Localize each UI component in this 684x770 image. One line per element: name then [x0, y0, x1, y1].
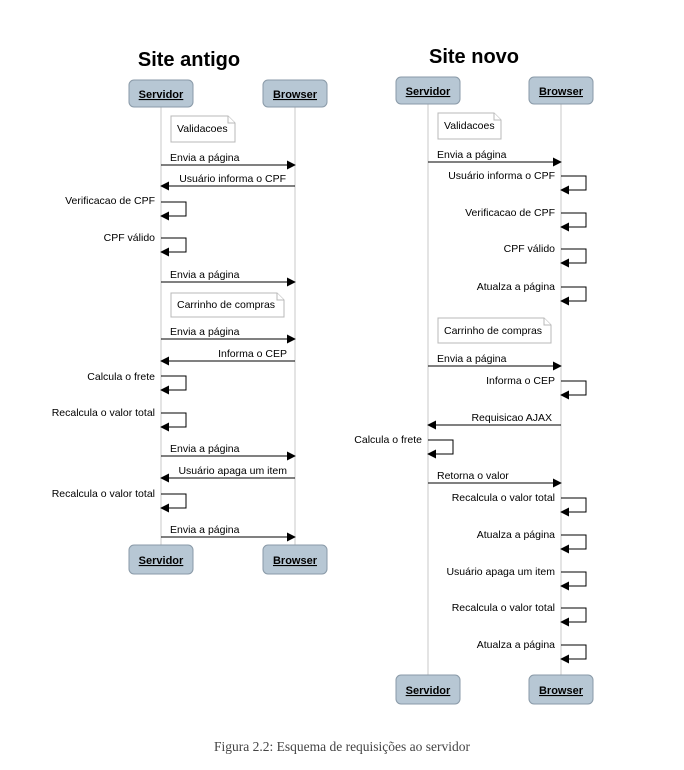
self-message-recalcula-valor-total: Recalcula o valor total: [452, 602, 587, 627]
message-usuario-informa-cpf: Usuário informa o CPF: [160, 173, 295, 191]
actor-label: Browser: [539, 86, 584, 98]
svg-text:Carrinho de compras: Carrinho de compras: [444, 325, 542, 337]
note-validacoes: Validacoes: [437, 112, 502, 140]
message-envia-pagina: Envia a página: [428, 149, 562, 167]
self-message-usuario-apaga-item: Usuário apaga um item: [446, 566, 587, 591]
diagram-site-antigo: Site antigo Servidor Browser Servidor Br…: [52, 49, 328, 575]
message-envia-pagina: Envia a página: [161, 443, 296, 461]
self-message-usuario-informa-cpf: Usuário informa o CPF: [448, 170, 587, 195]
svg-text:Recalcula o valor total: Recalcula o valor total: [52, 488, 155, 500]
svg-text:Atualza a página: Atualza a página: [477, 281, 555, 293]
message-envia-pagina: Envia a página: [161, 269, 296, 287]
actor-label: Browser: [273, 89, 318, 101]
svg-text:Envia a página: Envia a página: [170, 443, 240, 455]
self-message-verificacao-cpf: Verificacao de CPF: [465, 207, 587, 232]
actor-label: Servidor: [139, 555, 184, 567]
svg-text:Usuário informa o CPF: Usuário informa o CPF: [179, 173, 286, 185]
svg-text:Validacoes: Validacoes: [444, 120, 495, 132]
message-usuario-apaga-item: Usuário apaga um item: [160, 465, 295, 483]
svg-text:Usuário apaga um item: Usuário apaga um item: [178, 465, 287, 477]
self-message-recalcula-valor-total: Recalcula o valor total: [452, 492, 587, 517]
self-message-calcula-frete: Calcula o frete: [354, 434, 454, 459]
svg-text:Usuário apaga um item: Usuário apaga um item: [446, 566, 555, 578]
svg-text:Validacoes: Validacoes: [177, 123, 228, 135]
actor-browser-bottom: Browser: [528, 674, 594, 705]
self-message-recalcula-valor-total: Recalcula o valor total: [52, 407, 187, 432]
note-carrinho-compras: Carrinho de compras: [170, 292, 285, 318]
svg-text:Envia a página: Envia a página: [437, 149, 507, 161]
message-envia-pagina: Envia a página: [161, 152, 296, 170]
svg-text:Recalcula o valor total: Recalcula o valor total: [452, 492, 555, 504]
svg-text:Calcula o frete: Calcula o frete: [354, 434, 422, 446]
self-message-atualiza-pagina: Atualza a página: [477, 529, 587, 554]
message-envia-pagina: Envia a página: [161, 326, 296, 344]
svg-text:Calcula o frete: Calcula o frete: [87, 371, 155, 383]
actor-browser-top: Browser: [528, 76, 594, 105]
actor-browser-top: Browser: [262, 79, 328, 108]
actor-label: Servidor: [406, 685, 451, 697]
message-informa-cep: Informa o CEP: [160, 348, 295, 366]
svg-text:Requisicao AJAX: Requisicao AJAX: [471, 412, 552, 424]
self-message-informa-cep: Informa o CEP: [486, 375, 587, 400]
actor-browser-bottom: Browser: [262, 544, 328, 575]
figure-caption: Figura 2.2: Esquema de requisições ao se…: [214, 739, 471, 754]
note-carrinho-compras: Carrinho de compras: [437, 317, 552, 344]
svg-text:Retorna o valor: Retorna o valor: [437, 470, 509, 482]
svg-text:Usuário informa o CPF: Usuário informa o CPF: [448, 170, 555, 182]
svg-text:Recalcula o valor total: Recalcula o valor total: [452, 602, 555, 614]
actor-servidor-top: Servidor: [395, 76, 461, 105]
self-message-atualiza-pagina: Atualza a página: [477, 639, 587, 664]
svg-text:Atualza a página: Atualza a página: [477, 639, 555, 651]
svg-text:Envia a página: Envia a página: [170, 326, 240, 338]
svg-text:Envia a página: Envia a página: [170, 152, 240, 164]
actor-label: Browser: [539, 685, 584, 697]
svg-text:Atualza a página: Atualza a página: [477, 529, 555, 541]
actor-label: Servidor: [139, 89, 184, 101]
svg-text:Carrinho de compras: Carrinho de compras: [177, 299, 275, 311]
self-message-cpf-valido: CPF válido: [504, 243, 587, 268]
svg-text:Envia a página: Envia a página: [170, 524, 240, 536]
self-message-atualiza-pagina: Atualza a página: [477, 281, 587, 306]
self-message-calcula-frete: Calcula o frete: [87, 371, 187, 395]
actor-label: Servidor: [406, 86, 451, 98]
actor-label: Browser: [273, 555, 318, 567]
svg-text:Informa o CEP: Informa o CEP: [218, 348, 287, 360]
message-envia-pagina: Envia a página: [161, 524, 296, 542]
svg-text:Verificacao de CPF: Verificacao de CPF: [65, 195, 155, 207]
svg-text:Verificacao de CPF: Verificacao de CPF: [465, 207, 555, 219]
svg-text:Informa o CEP: Informa o CEP: [486, 375, 555, 387]
message-requisicao-ajax: Requisicao AJAX: [427, 412, 561, 430]
svg-text:Recalcula o valor total: Recalcula o valor total: [52, 407, 155, 419]
message-retorna-valor: Retorna o valor: [428, 470, 562, 488]
svg-text:CPF válido: CPF válido: [104, 232, 156, 244]
svg-text:Envia a página: Envia a página: [437, 353, 507, 365]
message-envia-pagina: Envia a página: [428, 353, 562, 371]
diagram-title: Site antigo: [138, 49, 240, 71]
diagram-site-novo: Site novo Servidor Browser Servidor Brow…: [354, 46, 594, 705]
svg-text:Envia a página: Envia a página: [170, 269, 240, 281]
self-message-recalcula-valor-total: Recalcula o valor total: [52, 488, 187, 513]
self-message-cpf-valido: CPF válido: [104, 232, 187, 257]
actor-servidor-bottom: Servidor: [395, 674, 461, 705]
actor-servidor-bottom: Servidor: [128, 544, 194, 575]
note-validacoes: Validacoes: [170, 115, 236, 143]
svg-text:CPF válido: CPF válido: [504, 243, 556, 255]
actor-servidor-top: Servidor: [128, 79, 194, 108]
diagram-title: Site novo: [429, 46, 519, 68]
self-message-verificacao-cpf: Verificacao de CPF: [65, 195, 187, 221]
